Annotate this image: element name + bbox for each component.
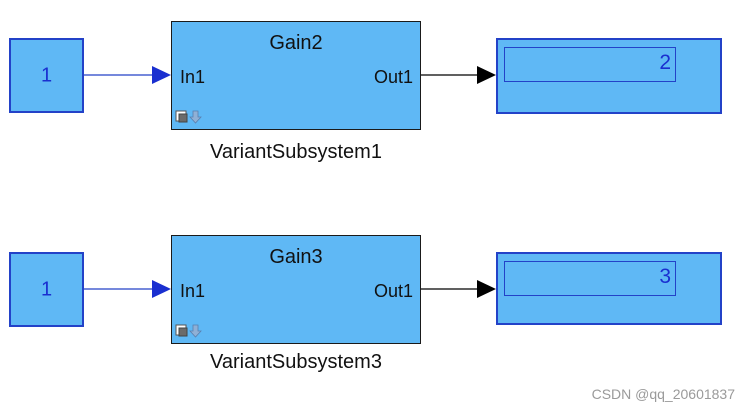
display-block-2[interactable]: 3 [496, 252, 722, 325]
display-block-1[interactable]: 2 [496, 38, 722, 114]
variant-subsystem-block-3[interactable]: Gain3 In1 Out1 [171, 235, 421, 344]
input-port-label: In1 [180, 281, 206, 301]
variant-subsystem-icon [175, 110, 202, 124]
arrowhead-subsys1-in [152, 66, 171, 84]
constant-block-1[interactable]: 1 [9, 38, 84, 113]
constant-block-2[interactable]: 1 [9, 252, 84, 327]
display-readout: 3 [504, 261, 676, 296]
display-value: 2 [659, 51, 671, 74]
subsystem-name-label[interactable]: VariantSubsystem3 [210, 351, 382, 373]
watermark: CSDN @qq_20601837 [591, 386, 735, 402]
output-port-label: Out1 [373, 281, 413, 301]
variant-subsystem-icon [175, 324, 202, 338]
display-readout: 2 [504, 47, 676, 82]
input-port-label: In1 [180, 67, 206, 87]
subsystem-title: Gain3 [269, 246, 323, 268]
arrowhead-display1-in [477, 66, 496, 84]
arrowhead-display2-in [477, 280, 496, 298]
subsystem-title: Gain2 [269, 32, 323, 54]
subsystem-name-label[interactable]: VariantSubsystem1 [210, 141, 382, 163]
constant-value: 1 [40, 64, 53, 86]
arrowhead-subsys3-in [152, 280, 171, 298]
constant-value: 1 [40, 278, 53, 300]
display-value: 3 [659, 265, 671, 288]
variant-subsystem-block-1[interactable]: Gain2 In1 Out1 [171, 21, 421, 130]
output-port-label: Out1 [373, 67, 413, 87]
